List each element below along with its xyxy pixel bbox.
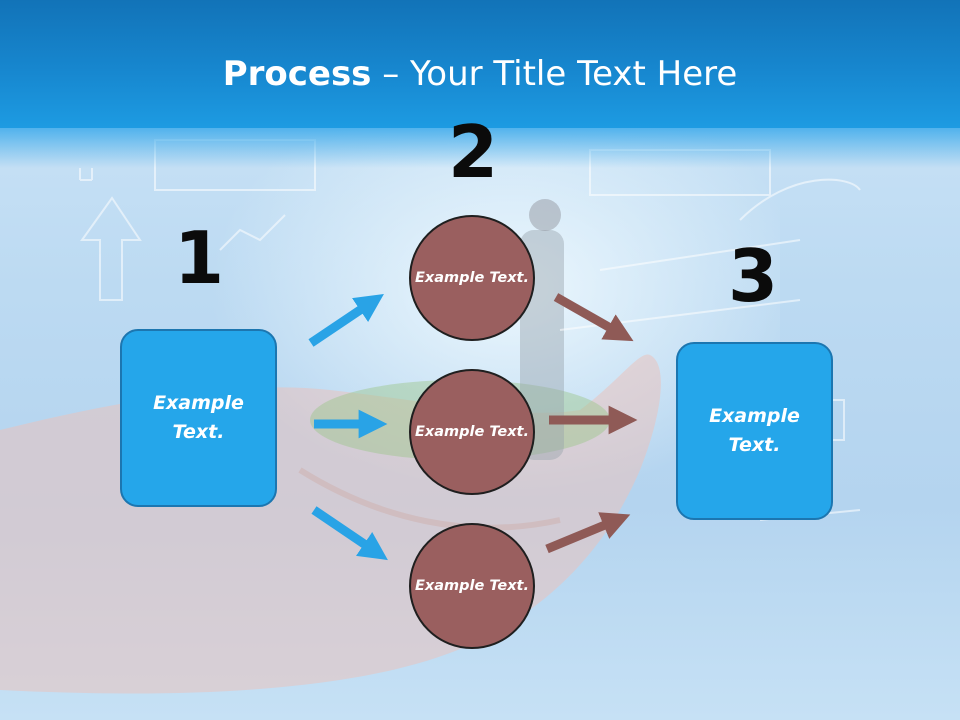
title-bar (0, 0, 960, 128)
step-number-3: 3 (727, 234, 779, 318)
step-circle-middle-text: Example Text. (414, 423, 530, 440)
step-circle-middle[interactable]: Example Text. (409, 369, 535, 495)
step-circle-top[interactable]: Example Text. (409, 215, 535, 341)
step-circle-bottom[interactable]: Example Text. (409, 523, 535, 649)
step-box-1[interactable]: Example Text. (120, 329, 277, 507)
step-box-1-text: Example Text. (153, 392, 244, 443)
step-circle-top-text: Example Text. (414, 269, 530, 286)
arrow-right-icon (545, 512, 631, 554)
title-bar-fade (0, 128, 960, 168)
arrow-right-icon (311, 506, 388, 561)
title-bold: Process (222, 54, 372, 94)
step-number-2: 2 (447, 110, 499, 194)
step-number-1: 1 (173, 216, 225, 300)
arrow-right-icon (308, 293, 384, 347)
title-rest: – Your Title Text Here (371, 54, 738, 94)
step-box-3-text: Example Text. (709, 405, 800, 456)
arrow-right-icon (553, 293, 634, 342)
step-box-3[interactable]: Example Text. (676, 342, 833, 520)
step-circle-bottom-text: Example Text. (414, 577, 530, 594)
page-title: Process – Your Title Text Here (0, 52, 960, 96)
